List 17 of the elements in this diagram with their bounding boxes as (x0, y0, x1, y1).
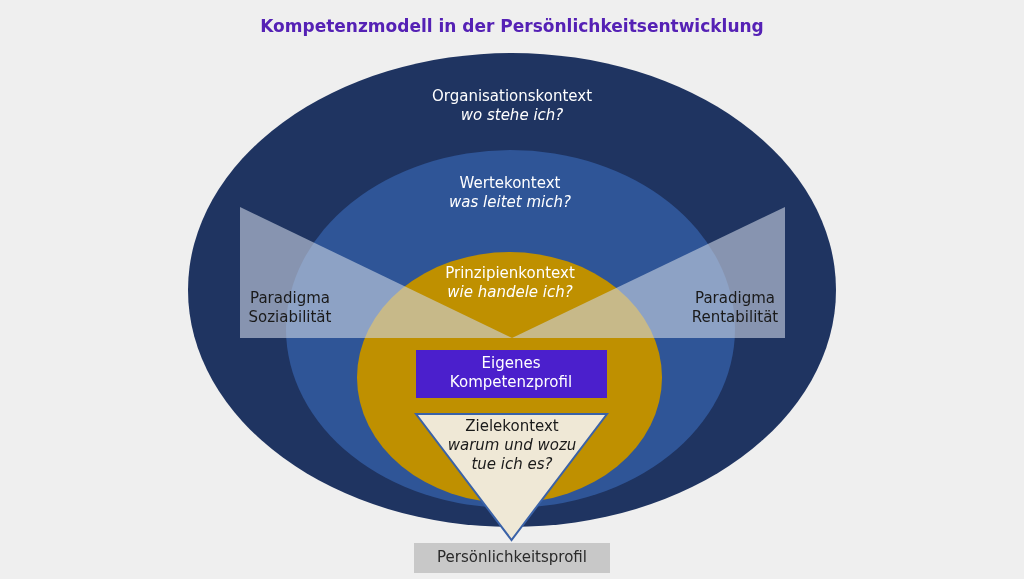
diagram-title: Kompetenzmodell in der Persönlichkeitsentwicklung (260, 16, 764, 36)
context-ellipse (188, 53, 836, 527)
context-label: Zielekontext (464, 417, 560, 436)
profile-label: Eigenes Kompetenzprofil (448, 354, 574, 392)
profile-label: Persönlichkeitsprofil (437, 548, 587, 567)
paradigm-label: Paradigma Soziabilität (247, 289, 333, 327)
context-label: Organisationskontext (431, 87, 593, 106)
profile-box (416, 350, 607, 398)
context-label: Wertekontext (459, 174, 561, 193)
guiding-question: wo stehe ich? (460, 106, 564, 125)
goal-triangle (415, 413, 608, 541)
profile-box (414, 543, 610, 573)
guiding-question: wie handele ich? (447, 283, 573, 302)
paradigm-label: Paradigma Rentabilität (690, 289, 780, 327)
context-label: Prinzipienkontext (445, 264, 575, 283)
guiding-question: warum und wozu tue ich es? (447, 436, 577, 474)
guiding-question: was leitet mich? (449, 193, 571, 212)
